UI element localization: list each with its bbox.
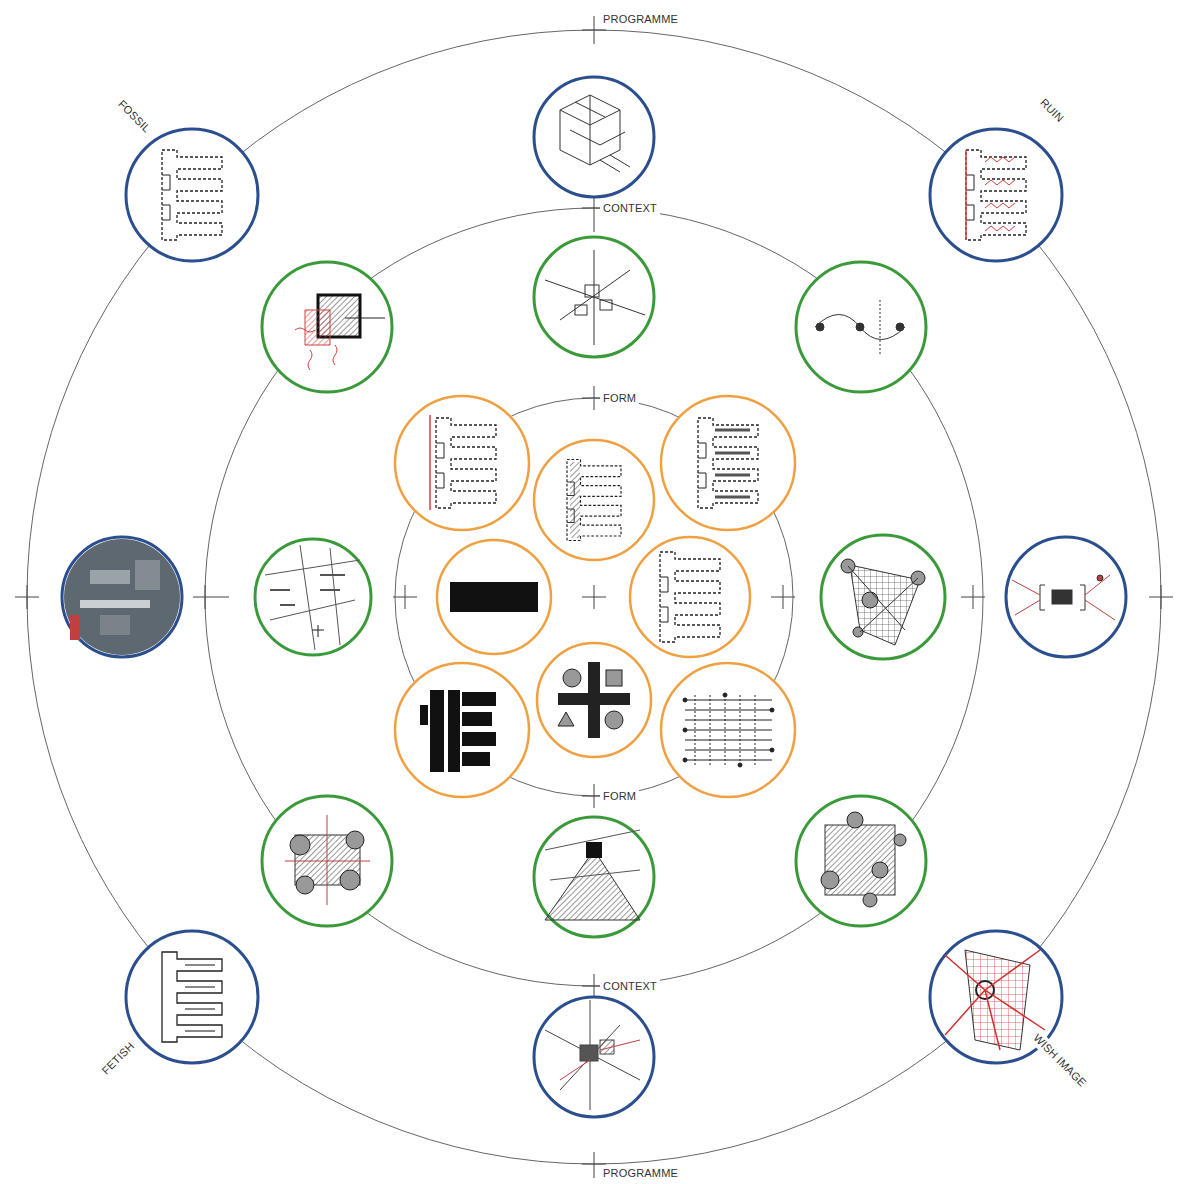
form-grid bbox=[683, 693, 774, 767]
form-cross bbox=[558, 662, 630, 738]
form-circles bbox=[395, 396, 795, 797]
axis-crosses bbox=[15, 16, 1173, 1178]
ring-label: FORM bbox=[600, 789, 639, 804]
ring-label: RUIN bbox=[1035, 93, 1069, 127]
form-plan-3 bbox=[698, 418, 758, 508]
ruin-sketch bbox=[966, 150, 1026, 240]
programme-map bbox=[545, 1000, 640, 1110]
context-sketch-1 bbox=[295, 295, 385, 370]
fetish-plan bbox=[162, 952, 222, 1042]
form-plan-4 bbox=[660, 552, 720, 642]
context-sketch-8 bbox=[821, 812, 906, 907]
outer-circles bbox=[62, 77, 1126, 1117]
aerial-photo bbox=[64, 539, 180, 655]
context-circles bbox=[255, 237, 945, 937]
ring-label: PROGRAMME bbox=[600, 12, 681, 27]
programme-sketch bbox=[560, 95, 630, 172]
ring-label: PROGRAMME bbox=[600, 1166, 681, 1181]
context-sketch-7 bbox=[545, 830, 640, 920]
form-plan-2 bbox=[567, 460, 621, 541]
context-map bbox=[265, 545, 360, 650]
form-blocks bbox=[420, 690, 496, 772]
ring-label: WISH IMAGE bbox=[1028, 1028, 1092, 1092]
context-sketch-5 bbox=[841, 559, 925, 645]
context-sketch-3 bbox=[815, 300, 905, 355]
fossil-plan bbox=[162, 150, 222, 240]
context-sketch-2 bbox=[545, 250, 645, 345]
ring-label: FORM bbox=[600, 391, 639, 406]
form-block bbox=[450, 582, 538, 612]
ring-label: FETISH bbox=[96, 1036, 139, 1079]
context-sketch-6 bbox=[285, 815, 370, 905]
ring-lines bbox=[27, 30, 1161, 1164]
ruin-diagram bbox=[1012, 575, 1115, 620]
form-plan-1 bbox=[430, 415, 496, 510]
ring-label: CONTEXT bbox=[600, 979, 660, 994]
ring-label: CONTEXT bbox=[600, 201, 660, 216]
ring-label: FOSSIL bbox=[112, 94, 155, 137]
